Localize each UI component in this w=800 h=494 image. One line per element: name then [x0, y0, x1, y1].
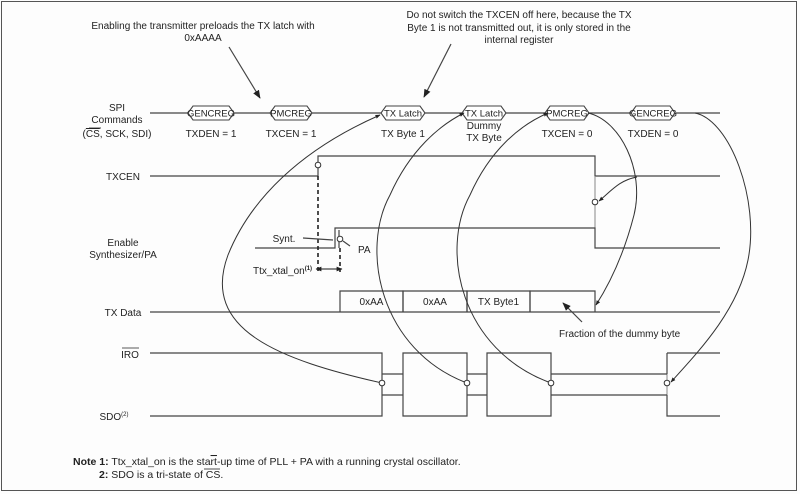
- enable-synth-waveform: [255, 227, 720, 249]
- tristate-lines: [382, 373, 667, 396]
- txdata-cell-label: 0xAA: [360, 297, 384, 308]
- dummy-fraction-arrow: [562, 302, 583, 323]
- iro-sdo-pulse2: [486, 352, 552, 417]
- txcen-waveform: [150, 155, 720, 177]
- pa-label: PA: [358, 245, 371, 256]
- spi-command-name: GENCREG: [629, 109, 677, 120]
- spi-command-caption: TXDEN = 0: [628, 129, 679, 140]
- spi-command-2: PMCREG TXCEN = 1: [266, 105, 317, 140]
- txdata-cell-label: 0xAA: [423, 297, 447, 308]
- iro-sdo-pulse1: [402, 352, 468, 417]
- spi-command-6: GENCREG TXDEN = 0: [628, 105, 679, 140]
- spi-command-name: TX Latch: [465, 109, 503, 120]
- spi-command-name: PMCREG: [270, 109, 312, 120]
- spi-command-hexagon: [380, 105, 426, 121]
- label-sdo: SDO(2): [99, 412, 128, 423]
- label-txcen: TXCEN: [106, 172, 140, 183]
- label-iro: IRO: [121, 350, 139, 361]
- spi-command-caption: TXCEN = 0: [542, 129, 593, 140]
- dummy-fraction-label: Fraction of the dummy byte: [559, 329, 681, 340]
- label-spi-line3: (CS, SCK, SDI): [83, 129, 152, 140]
- note-2: 2: SDO is a tri-state of CS.: [99, 469, 223, 481]
- txdata-cell-label: TX Byte1: [478, 297, 520, 308]
- note-1: Note 1: Ttx_xtal_on is the start-up time…: [73, 456, 461, 468]
- pa-marker: [336, 235, 344, 243]
- annotation-txcen-line3: internal register: [485, 35, 555, 46]
- spi-command-1: GENCREG TXDEN = 1: [186, 105, 237, 140]
- annotation-preload-line2: 0xAAAA: [184, 33, 222, 44]
- curve-to-txcen-fall: [598, 176, 638, 202]
- annotation-txcen-line2: Byte 1 is not transmitted out, it is onl…: [407, 23, 631, 34]
- iro-marker-2: [463, 379, 471, 387]
- spi-command-caption: TXDEN = 1: [186, 129, 237, 140]
- spi-command-5: PMCREG TXCEN = 0: [542, 105, 593, 140]
- txcen-fall-marker: [591, 198, 599, 206]
- curve-iro3-to-pmcreg: [456, 112, 552, 384]
- label-spi-line2: Commands: [91, 115, 142, 126]
- annotation-preload-arrow: [228, 46, 261, 99]
- annotation-preload-line1: Enabling the transmitter preloads the TX…: [91, 21, 314, 32]
- spi-command-caption: Dummy: [467, 121, 501, 132]
- spi-command-name: GENCREG: [187, 109, 235, 120]
- spi-command-name: PMCREG: [546, 109, 588, 120]
- spi-command-hexagon: [461, 105, 507, 121]
- iro-sdo-seg1: [150, 352, 383, 417]
- spi-command-3: TX Latch TX Byte 1: [380, 105, 426, 140]
- label-txdata: TX Data: [105, 308, 142, 319]
- spi-command-hexagon: [187, 105, 235, 121]
- label-enable-line2: Synthesizer/PA: [89, 250, 157, 261]
- annotation-txcen-line1: Do not switch the TXCEN off here, becaus…: [406, 10, 631, 21]
- iro-marker-4: [663, 379, 671, 387]
- iro-sdo-end: [666, 352, 720, 417]
- curve-iro2-to-txlatch2: [376, 112, 468, 384]
- curve-gencreg-to-iro-end: [670, 112, 752, 383]
- label-enable-line1: Enable: [107, 238, 139, 249]
- txdata-cells: 0xAA 0xAA TX Byte1: [339, 290, 596, 312]
- ttx-label: Ttx_xtal_on(1): [253, 266, 312, 277]
- annotation-txcen-arrow: [423, 43, 452, 98]
- iro-marker-3: [547, 379, 555, 387]
- spi-command-caption: TX Byte 1: [381, 129, 425, 140]
- iro-marker-1: [378, 379, 386, 387]
- synt-leader: [302, 237, 334, 241]
- pa-leader: [342, 240, 351, 247]
- spi-command-caption: TX Byte: [466, 133, 502, 144]
- synt-label: Synt.: [273, 234, 296, 245]
- spi-command-hexagon: [630, 105, 676, 121]
- label-spi-line1: SPI: [109, 103, 125, 114]
- curve-pmcreg-to-txdata-end: [587, 112, 638, 306]
- spi-command-caption: TXCEN = 1: [266, 129, 317, 140]
- txdata-cell: [529, 290, 596, 312]
- spi-command-name: TX Latch: [384, 109, 422, 120]
- txcen-rise-marker: [314, 161, 322, 169]
- spi-command-hexagon: [269, 105, 313, 121]
- curve-iro1-to-txlatch1: [221, 114, 383, 384]
